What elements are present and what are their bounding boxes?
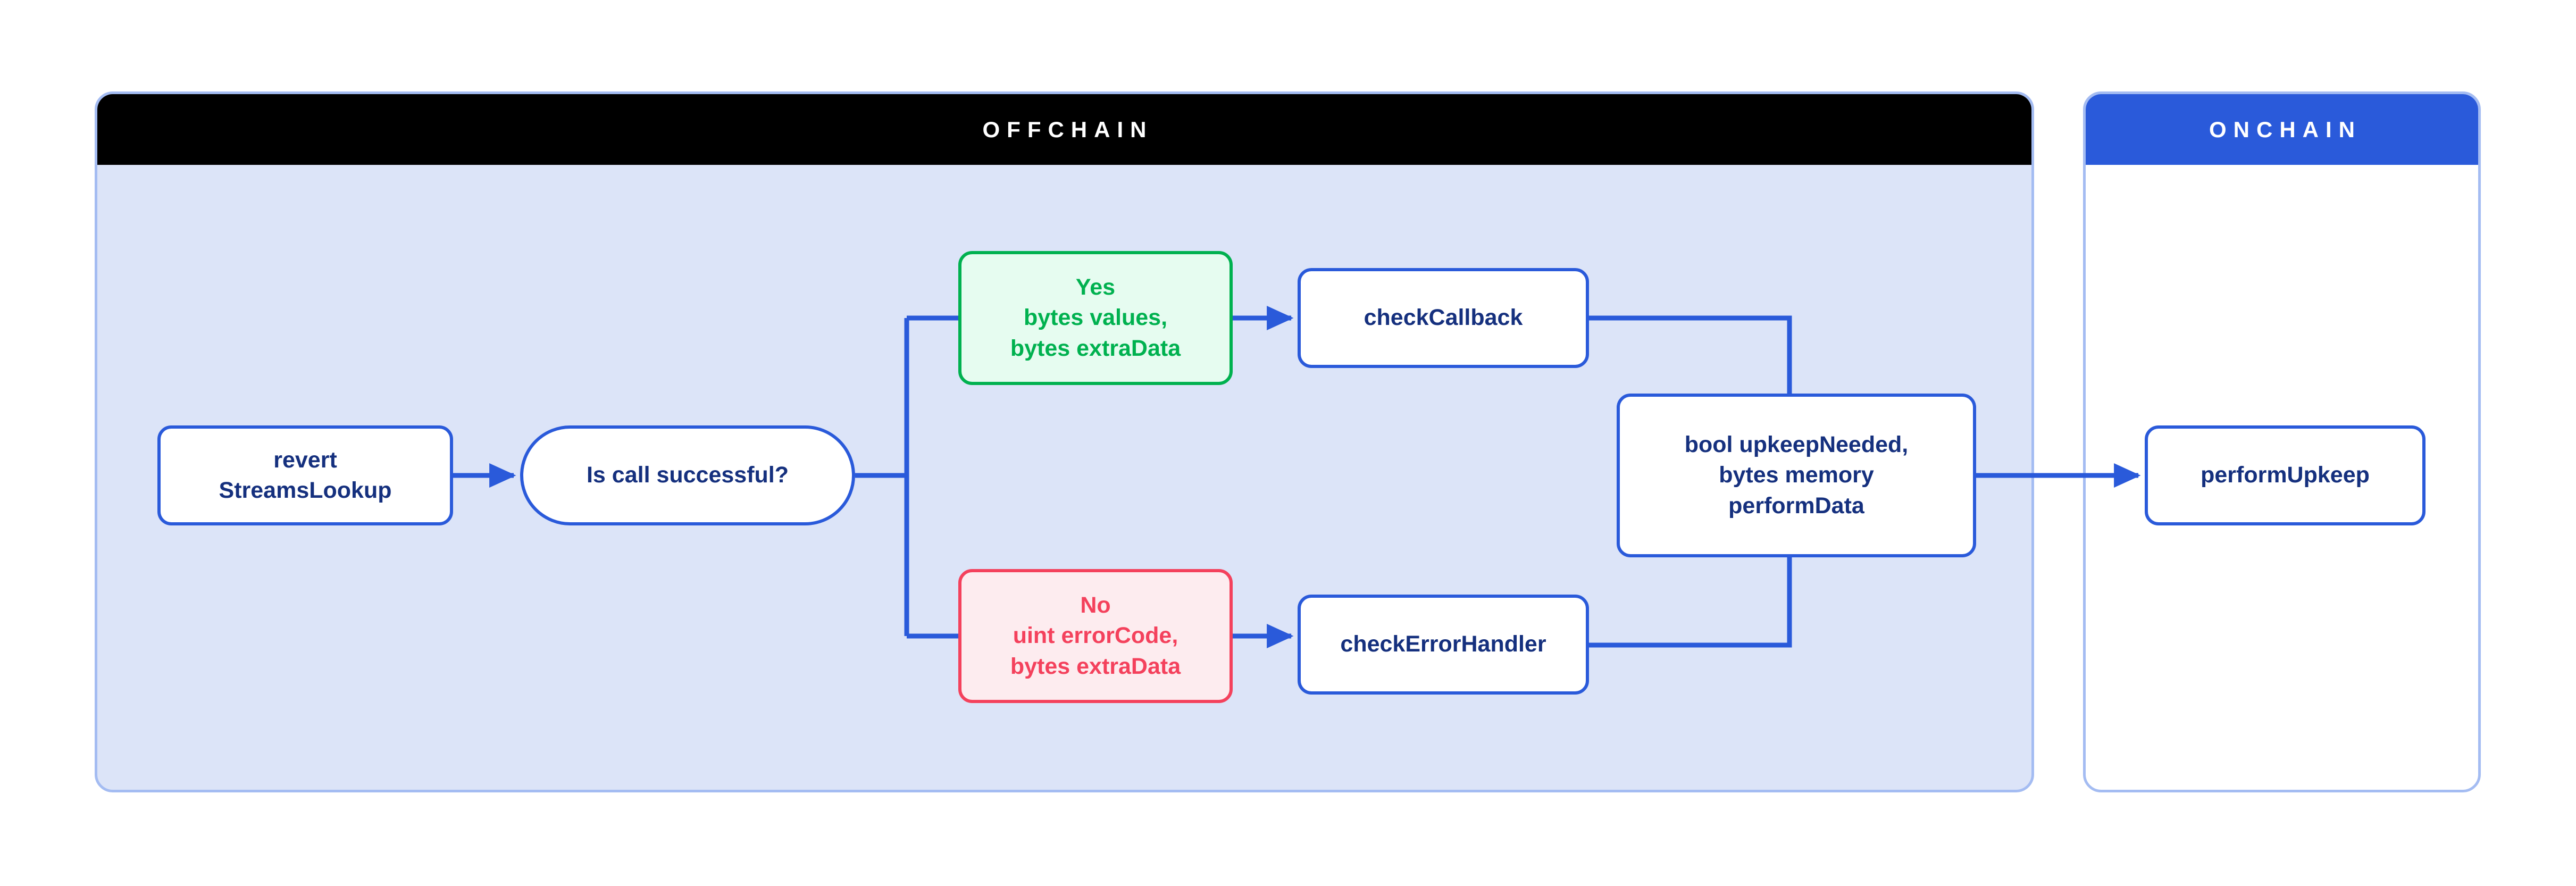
offchain-panel-header: OFFCHAIN [97,94,2031,165]
node-checkerrorhandler[interactable]: checkErrorHandler [1298,595,1589,695]
node-yes-branch[interactable]: Yes bytes values, bytes extraData [958,251,1233,385]
node-upkeep-result[interactable]: bool upkeepNeeded, bytes memory performD… [1617,394,1976,557]
node-revert-streamslookup[interactable]: revert StreamsLookup [157,425,453,525]
node-checkcallback[interactable]: checkCallback [1298,268,1589,368]
onchain-panel-header: ONCHAIN [2086,94,2478,165]
node-is-call-successful[interactable]: Is call successful? [520,425,855,525]
node-no-branch[interactable]: No uint errorCode, bytes extraData [958,569,1233,703]
node-performupkeep[interactable]: performUpkeep [2145,425,2426,525]
